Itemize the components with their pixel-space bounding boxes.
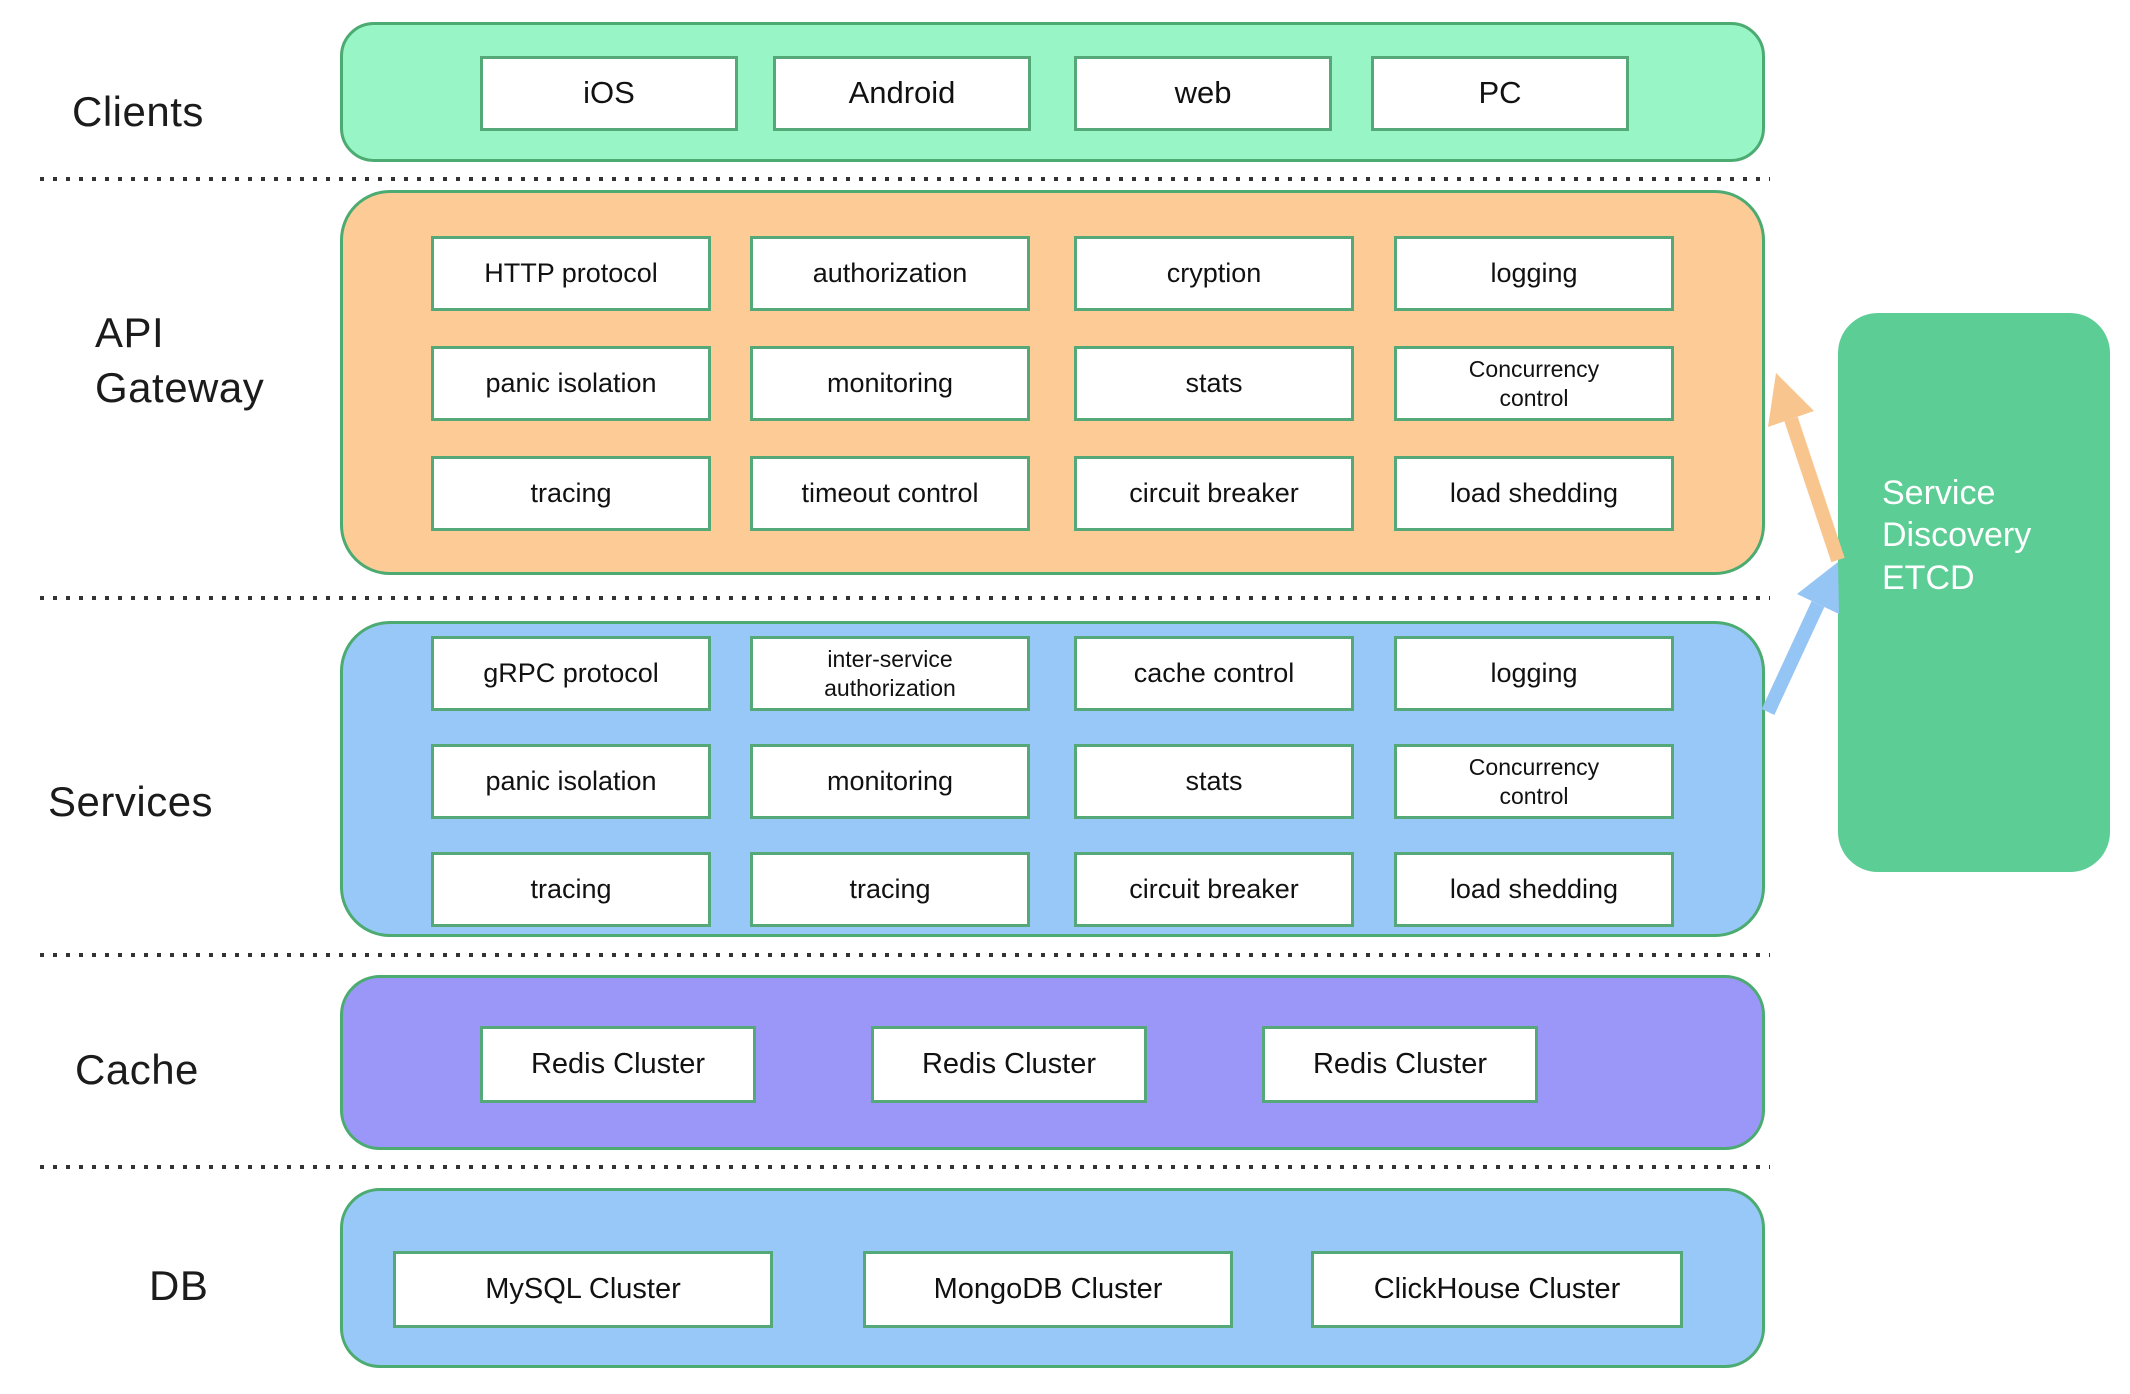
feature-box: Concurrency control: [1394, 346, 1674, 421]
cluster-box: ClickHouse Cluster: [1311, 1251, 1683, 1328]
layer-divider: [40, 177, 1770, 181]
feature-box: monitoring: [750, 346, 1030, 421]
feature-box: circuit breaker: [1074, 456, 1354, 531]
feature-box: HTTP protocol: [431, 236, 711, 311]
client-box: web: [1074, 56, 1332, 131]
feature-box: logging: [1394, 236, 1674, 311]
feature-box: authorization: [750, 236, 1030, 311]
arrow-discovery-to-gateway: [1768, 373, 1845, 563]
api-gateway-layer: HTTP protocol authorization cryption log…: [340, 190, 1765, 575]
cluster-box: Redis Cluster: [480, 1026, 756, 1103]
layer-label-cache: Cache: [75, 1046, 199, 1093]
feature-box: monitoring: [750, 744, 1030, 819]
feature-box: tracing: [431, 852, 711, 927]
cluster-box: Redis Cluster: [871, 1026, 1147, 1103]
feature-box: gRPC protocol: [431, 636, 711, 711]
client-box: iOS: [480, 56, 738, 131]
cluster-box: MongoDB Cluster: [863, 1251, 1233, 1328]
feature-box: stats: [1074, 346, 1354, 421]
db-layer: MySQL Cluster MongoDB Cluster ClickHouse…: [340, 1188, 1765, 1368]
feature-box: cryption: [1074, 236, 1354, 311]
feature-box: stats: [1074, 744, 1354, 819]
client-box: Android: [773, 56, 1031, 131]
layer-label-api-gateway: API Gateway: [95, 309, 265, 411]
feature-box: panic isolation: [431, 744, 711, 819]
cache-layer: Redis Cluster Redis Cluster Redis Cluste…: [340, 975, 1765, 1150]
feature-box: tracing: [750, 852, 1030, 927]
feature-box: logging: [1394, 636, 1674, 711]
feature-box: inter-service authorization: [750, 636, 1030, 711]
feature-box: load shedding: [1394, 852, 1674, 927]
client-box: PC: [1371, 56, 1629, 131]
arrow-services-to-discovery: [1761, 562, 1839, 715]
feature-box: timeout control: [750, 456, 1030, 531]
feature-box: load shedding: [1394, 456, 1674, 531]
service-discovery-label: Service Discovery ETCD: [1882, 474, 2032, 597]
layer-label-services: Services: [48, 778, 214, 825]
layer-divider: [40, 1165, 1770, 1169]
feature-box: Concurrency control: [1394, 744, 1674, 819]
feature-box: circuit breaker: [1074, 852, 1354, 927]
services-layer: gRPC protocol inter-service authorizatio…: [340, 621, 1765, 937]
layer-divider: [40, 596, 1770, 600]
layer-label-db: DB: [149, 1262, 209, 1309]
cluster-box: Redis Cluster: [1262, 1026, 1538, 1103]
feature-box: cache control: [1074, 636, 1354, 711]
service-discovery-box: Service Discovery ETCD: [1838, 313, 2110, 872]
cluster-box: MySQL Cluster: [393, 1251, 773, 1328]
layer-divider: [40, 953, 1770, 957]
clients-layer: iOS Android web PC: [340, 22, 1765, 162]
feature-box: tracing: [431, 456, 711, 531]
feature-box: panic isolation: [431, 346, 711, 421]
layer-label-clients: Clients: [72, 88, 204, 135]
